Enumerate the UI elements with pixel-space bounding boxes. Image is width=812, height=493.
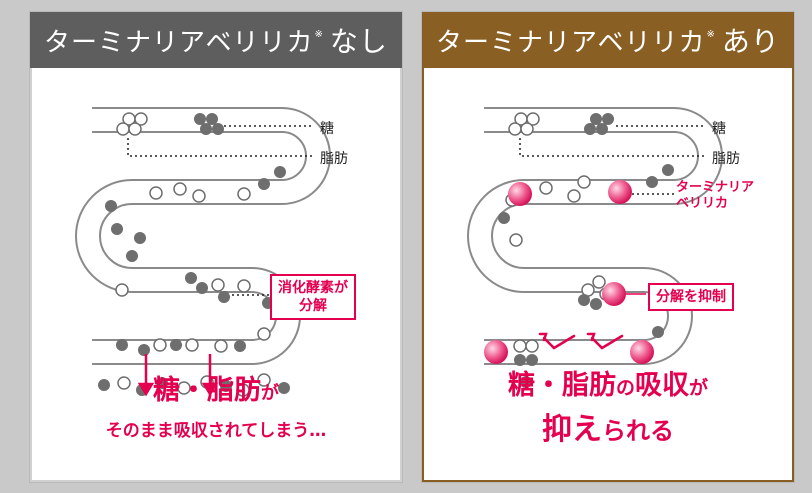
fat-molecule [514,354,526,366]
fat-molecule [520,376,532,388]
fat-molecule [602,113,614,125]
terminalia-particle [508,182,532,206]
fat-molecule [126,250,138,262]
fat-molecule [220,380,232,392]
fat-molecule [234,340,246,352]
fat-molecule [526,354,538,366]
terminalia-particle [608,180,632,204]
fat-molecule [185,272,197,284]
callout-enzyme-digests: 消化酵素が 分解 [270,274,356,320]
fat-molecule [134,232,146,244]
sugar-molecule [211,278,225,292]
fat-molecule [590,113,602,125]
sugar-molecule [508,122,522,136]
sugar-molecule [236,383,250,397]
sugar-molecule [577,175,591,189]
label-fat: 脂肪 [712,151,740,167]
callout-inhibit-digestion: 分解を抑制 [648,283,734,311]
fat-molecule [105,200,117,212]
sugar-molecule [567,189,581,203]
sugar-molecule [520,122,534,136]
sugar-molecule [257,373,271,387]
fat-molecule [596,123,608,135]
fat-molecule [590,298,602,310]
fat-molecule [578,294,590,306]
terminalia-particle [602,282,626,306]
fat-molecule [98,379,110,391]
sugar-molecule [177,381,191,395]
sugar-molecule [237,279,251,293]
fat-molecule [218,291,230,303]
panel-without-terminalia: ターミナリアベリリカ ※ なし [30,12,402,482]
header-title: ターミナリアベリリカ [44,27,314,58]
sugar-molecule [539,181,553,195]
label-sugar: 糖 [712,121,726,137]
terminalia-particle [630,340,654,364]
header-suffix: あり [721,25,780,58]
sugar-molecule [115,283,129,297]
header-suffix: なし [329,25,388,58]
fat-molecule [646,176,658,188]
sugar-molecule [128,122,142,136]
fat-molecule [652,326,664,338]
sugar-molecule [257,327,271,341]
panel-header-with: ターミナリアベリリカ ※ あり [422,12,794,68]
panel-body-left: 糖 脂肪 消化酵素が 分解 糖・脂肪が そのまま吸収されてしまう… [30,68,402,482]
fat-molecule [662,164,674,176]
sugar-molecule [592,275,606,289]
sugar-molecule [509,233,523,247]
fat-molecule [200,123,212,135]
header-mark: ※ [314,28,324,40]
label-terminalia: ターミナリア ベリリカ [676,180,755,211]
fat-molecule [498,212,510,224]
intestine-diagram-left [75,107,331,397]
sugar-molecule [149,186,163,200]
sugar-molecule [237,187,251,201]
panel-header-without: ターミナリアベリリカ ※ なし [30,12,402,68]
fat-molecule [584,123,596,135]
panel-with-terminalia: ターミナリアベリリカ ※ あり [422,12,794,482]
fat-molecule [156,377,168,389]
label-sugar: 糖 [320,121,334,137]
sugar-molecule [192,189,206,203]
sugar-molecule [117,376,131,390]
sugar-molecule [513,339,527,353]
sugar-molecule [214,339,228,353]
fat-molecule [170,339,182,351]
fat-molecule [212,123,224,135]
header-mark: ※ [706,28,716,40]
fat-molecule [116,339,128,351]
sugar-molecule [525,339,539,353]
fat-molecule [206,113,218,125]
fat-molecule [194,113,206,125]
sugar-molecule [173,182,187,196]
label-fat: 脂肪 [320,151,348,167]
fat-molecule [138,344,150,356]
fat-molecule [274,166,286,178]
terminalia-particle [484,340,508,364]
result-text-right: 糖・脂肪の吸収が 抑えられる [507,370,709,447]
fat-molecule [278,382,290,394]
fat-molecule [258,178,270,190]
sugar-molecule [526,112,540,126]
header-title: ターミナリアベリリカ [436,27,706,58]
fat-molecule [196,282,208,294]
sugar-molecule [153,338,167,352]
fat-molecule [111,223,123,235]
result-text-left: 糖・脂肪が そのまま吸収されてしまう… [105,375,327,441]
sugar-molecule [185,338,199,352]
sugar-molecule [116,122,130,136]
intestine-diagram-right [467,107,723,388]
panel-body-right: 糖 脂肪 ターミナリア ベリリカ 分解を抑制 糖・脂肪の吸収が 抑えられる [422,68,794,482]
sugar-molecule [134,112,148,126]
